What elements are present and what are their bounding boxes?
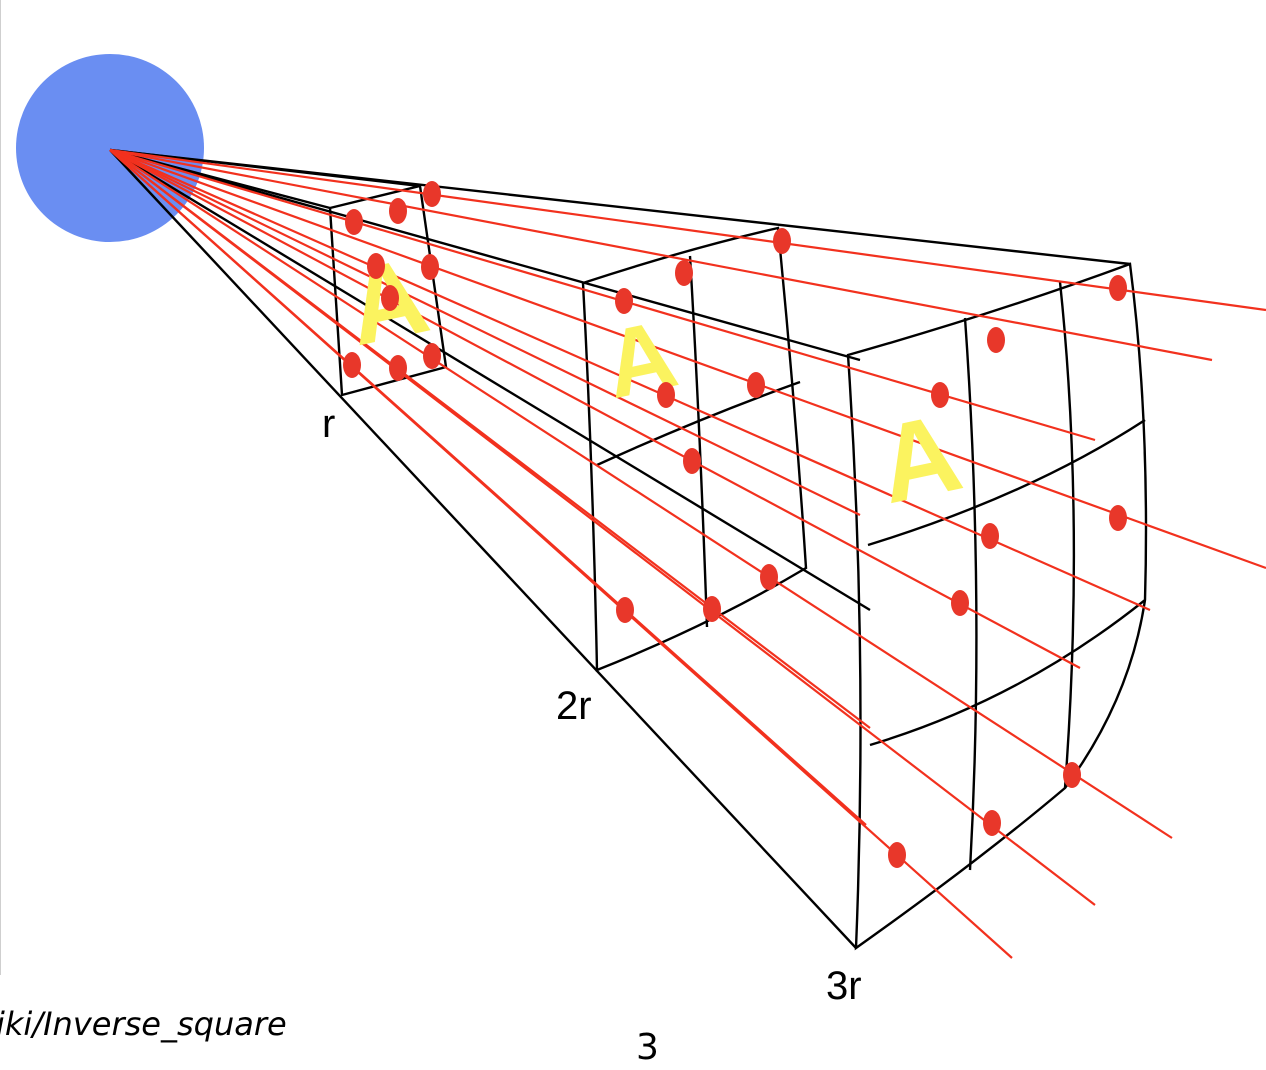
light-source <box>16 54 204 242</box>
pyramid-edge-bottom <box>109 149 857 949</box>
ray-point <box>381 285 399 311</box>
pyramid-edge-inner-bottom <box>109 148 871 612</box>
grid-3r-line-h1 <box>867 418 1146 547</box>
grid-3r-line-v1 <box>963 317 978 871</box>
grid-2r-midline-v <box>688 255 709 628</box>
ray <box>109 149 1081 669</box>
ray-point <box>747 372 765 398</box>
ray-point <box>675 260 693 286</box>
ray-point <box>981 523 999 549</box>
ray <box>109 149 867 826</box>
ray <box>109 148 1151 612</box>
ray-point <box>367 253 385 279</box>
ray-point <box>421 254 439 280</box>
ray-point <box>888 842 906 868</box>
light-rays <box>109 148 1266 959</box>
ray-point <box>615 288 633 314</box>
ray-point <box>760 564 778 590</box>
area-grid-3r <box>846 262 1148 951</box>
page-number: 3 <box>636 1027 659 1068</box>
source-caption: iki/Inverse_square <box>0 1005 287 1043</box>
area-label-3r: A <box>868 390 971 527</box>
ray <box>109 149 871 729</box>
ray-point <box>773 228 791 254</box>
ray-point <box>343 352 361 378</box>
ray-point <box>951 590 969 616</box>
ray-point <box>345 209 363 235</box>
ray-point <box>423 181 441 207</box>
distance-label-r: r <box>322 402 336 446</box>
ray <box>109 148 1213 362</box>
ray-point <box>987 327 1005 353</box>
ray-point <box>931 382 949 408</box>
pyramid-edge-inner-top <box>109 148 861 362</box>
ray <box>109 148 1266 570</box>
ray-point <box>616 597 634 623</box>
grid-3r-line-v2 <box>1058 281 1076 789</box>
ray-point <box>1109 505 1127 531</box>
grid-3r-line-h2 <box>869 599 1146 747</box>
ray-point <box>1063 762 1081 788</box>
ray <box>109 149 861 516</box>
ray-point <box>657 382 675 408</box>
ray-point <box>683 448 701 474</box>
slide-left-border <box>0 0 1 975</box>
ray-point <box>983 810 1001 836</box>
ray <box>109 148 1266 312</box>
grid-3r-outline <box>846 262 1148 951</box>
distance-label-3r: 3r <box>826 964 862 1008</box>
ray <box>109 149 1173 839</box>
ray <box>109 148 1096 442</box>
ray-point <box>1109 275 1127 301</box>
ray-point <box>423 343 441 369</box>
ray-point <box>389 198 407 224</box>
intersection-points <box>343 181 1127 868</box>
distance-label-2r: 2r <box>556 684 592 728</box>
ray-point <box>389 355 407 381</box>
ray-point <box>703 596 721 622</box>
